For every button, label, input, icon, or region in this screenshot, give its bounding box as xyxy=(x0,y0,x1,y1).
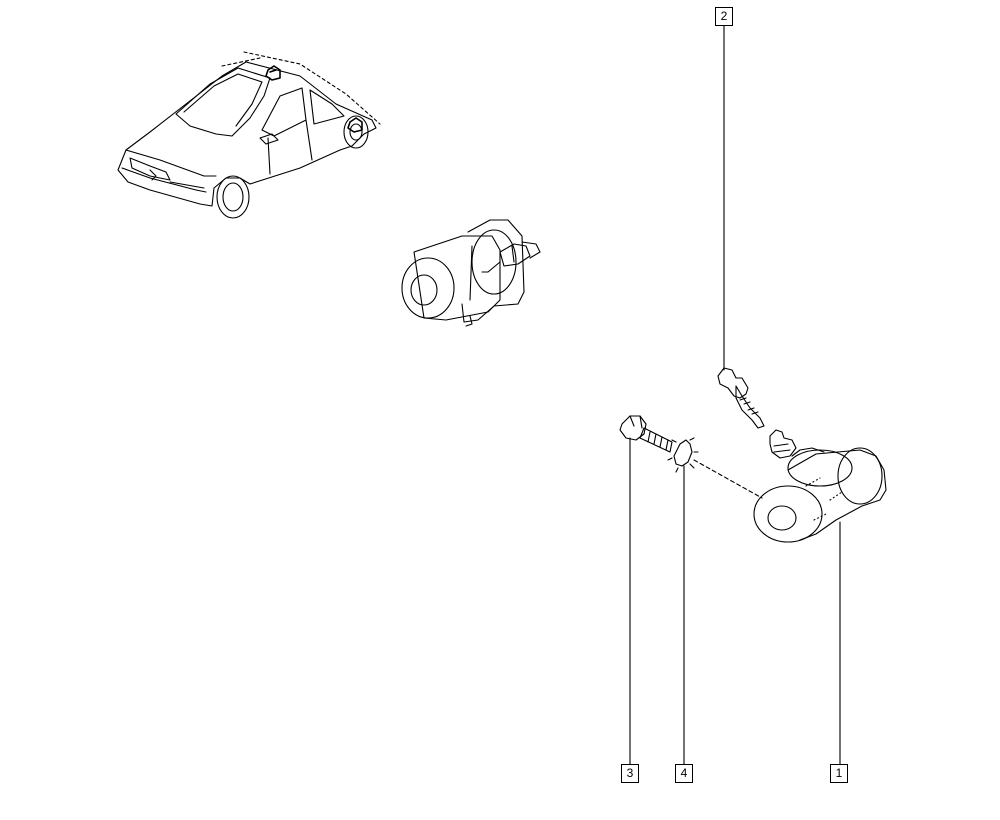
callout-1: 1 xyxy=(830,764,848,783)
callout-2: 2 xyxy=(715,7,733,26)
assembled-wheel-cylinder-illustration xyxy=(401,219,541,327)
car-locator-illustration xyxy=(117,51,381,219)
part-3-mounting-bolt xyxy=(619,415,673,453)
part-1-wheel-cylinder xyxy=(753,447,887,543)
part-2-bleeder-screw xyxy=(717,367,765,429)
assembly-axis-line xyxy=(693,459,763,499)
part-4-lock-washer xyxy=(667,437,699,473)
callout-3: 3 xyxy=(621,764,639,783)
callout-4: 4 xyxy=(675,764,693,783)
part-bleeder-cap xyxy=(769,429,797,459)
